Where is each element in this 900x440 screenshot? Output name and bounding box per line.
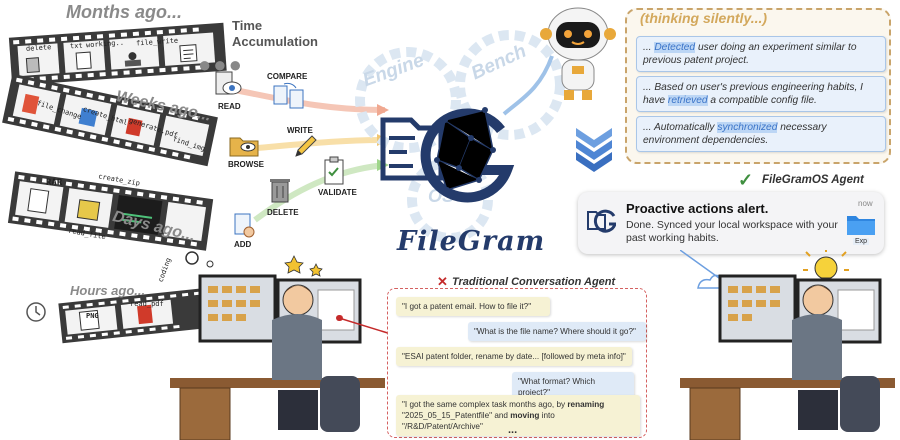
thought-text: ... Based on user's previous engineering…	[643, 82, 863, 106]
user-message: "I got a patent email. How to file it?"	[396, 297, 550, 316]
thought-text: user doing an experiment similar to prev…	[643, 42, 857, 66]
message-text: "I got the same complex task months ago,…	[402, 400, 568, 409]
chevron-down-icon	[576, 128, 612, 172]
clock-icon	[26, 302, 46, 322]
thinking-title: (thinking silently...)	[640, 10, 768, 26]
exp-folder-icon[interactable]: Exp	[846, 212, 876, 245]
robot-link	[502, 55, 554, 116]
check-icon: ✓	[738, 170, 754, 190]
trash-icon	[270, 179, 290, 203]
folder-label: Exp	[853, 238, 870, 245]
add-file-icon	[234, 213, 255, 238]
op-validate: VALIDATE	[318, 188, 357, 197]
filegramos-agent-label: FileGramOS Agent	[762, 174, 864, 186]
thought-text: ... Automatically	[643, 122, 718, 133]
film-strip-days	[7, 171, 214, 251]
agent-message: "What is the file name? Where should it …	[468, 322, 646, 341]
user-message: "ESAI patent folder, rename by date... […	[396, 347, 632, 366]
highlight-synchronized: synchronized	[717, 122, 778, 133]
thought-text: necessary environment dependencies.	[643, 122, 827, 146]
film-strip-months	[8, 22, 227, 86]
pencil-icon	[295, 135, 317, 157]
thought-text: a compatible config file.	[707, 95, 817, 106]
clipboard-icon	[324, 156, 344, 185]
message-text: into "/R&D/Patent/Archive"	[402, 411, 555, 431]
message-text: "2025_05_15_Patentfile" and	[402, 411, 511, 420]
x-icon: ✕	[437, 274, 448, 289]
thought-synchronized: ... Automatically synchronized necessary…	[636, 116, 886, 152]
folder-icon	[847, 216, 875, 235]
frame-label: read_pdf	[130, 300, 164, 308]
traditional-agent-label: Traditional Conversation Agent	[452, 276, 616, 288]
person-happy-scene	[680, 250, 895, 440]
frame-label: PNG	[86, 312, 99, 320]
message-emphasis: moving	[510, 411, 540, 420]
frame-label: txt	[69, 41, 83, 51]
frame-label: RAR	[46, 178, 63, 188]
highlight-detected: Detected	[654, 42, 696, 53]
film-strip-weeks	[2, 73, 218, 167]
thought-bubble-dots	[185, 251, 214, 268]
thought-text: ...	[643, 42, 655, 53]
highlight-retrieved: retrieved	[667, 95, 708, 106]
op-delete: DELETE	[267, 208, 299, 217]
film-strip-hours	[58, 287, 212, 344]
chat-ellipsis: ...	[508, 424, 518, 436]
film-strip-timeline	[2, 22, 227, 344]
alert-title: Proactive actions alert.	[626, 201, 769, 216]
label-hours-ago: Hours ago...	[70, 283, 146, 298]
op-write: WRITE	[287, 126, 313, 135]
connector-line	[336, 315, 392, 335]
robot-agent-avatar	[540, 7, 616, 100]
browse-folder-icon	[229, 137, 259, 157]
alert-body: Done. Synced your local workspace with y…	[626, 219, 838, 244]
compare-icon	[273, 82, 304, 109]
thought-detected: ... Detected user doing an experiment si…	[636, 36, 886, 72]
alert-time: now	[858, 199, 873, 208]
dizzy-stars-icon	[284, 255, 323, 277]
thought-retrieved: ... Based on user's previous engineering…	[636, 76, 886, 112]
person-confused-scene	[170, 251, 385, 440]
op-read: READ	[218, 102, 241, 111]
label-time-accumulation: Time Accumulation	[232, 18, 318, 49]
op-add: ADD	[234, 240, 252, 249]
filegram-logo	[380, 107, 515, 203]
proactive-alert-card[interactable]: Proactive actions alert. Done. Synced yo…	[578, 192, 884, 254]
filegram-title: FileGram	[397, 226, 546, 257]
op-browse: BROWSE	[228, 160, 264, 169]
user-message: "I got the same complex task months ago,…	[396, 395, 640, 436]
label-months-ago: Months ago...	[66, 2, 182, 22]
op-compare: COMPARE	[267, 72, 308, 81]
eye-icon	[215, 71, 242, 95]
message-emphasis: renaming	[567, 400, 605, 409]
filegram-app-icon	[587, 209, 616, 233]
